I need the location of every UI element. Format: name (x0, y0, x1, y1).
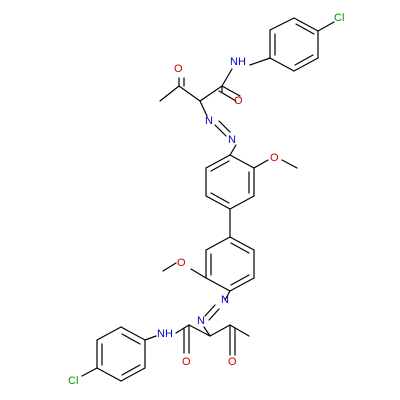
bond (229, 277, 255, 292)
bond (178, 85, 201, 102)
bond (190, 268, 207, 279)
atom-labels: Cl NH O O N N O O N N NH O O Cl (68, 12, 344, 387)
bond (208, 308, 220, 321)
bond (230, 242, 250, 254)
azo-nitrogen-label-bottom-1: N (221, 294, 229, 306)
bond (210, 160, 230, 172)
bond (205, 154, 231, 169)
bond-lines (81, 17, 335, 382)
bond (204, 304, 216, 317)
amide-oxygen-label-bottom: O (182, 356, 191, 368)
bond (199, 85, 223, 102)
bond (120, 367, 146, 382)
bond (229, 236, 255, 251)
bond (230, 274, 250, 286)
bond (205, 277, 231, 292)
bond (214, 124, 227, 137)
bond (221, 68, 233, 87)
bond (293, 57, 319, 72)
bond (96, 367, 122, 382)
bond (120, 326, 146, 341)
bond (162, 262, 177, 272)
chlorine-label-top: Cl (334, 12, 344, 24)
bond (96, 326, 122, 341)
bond (281, 159, 298, 169)
bond (210, 192, 230, 204)
ketone-oxygen-label-top: O (174, 63, 183, 75)
bond (205, 236, 231, 251)
bond (224, 290, 231, 301)
azo-nitrogen-label-top-2: N (228, 134, 236, 146)
azo-nitrogen-label-bottom-2: N (197, 315, 205, 327)
bond (221, 85, 241, 97)
bond (294, 54, 314, 66)
bond (229, 324, 250, 337)
ketone-oxygen-label-bottom: O (228, 356, 237, 368)
methoxy-oxygen-label-bottom: O (177, 257, 186, 269)
bond (81, 367, 98, 377)
amide-nitrogen-label-bottom: NH (157, 328, 173, 340)
bond (295, 23, 315, 35)
bond (229, 154, 255, 169)
azo-nitrogen-label-top-1: N (205, 115, 213, 127)
bond (159, 85, 180, 102)
bond (293, 17, 319, 32)
bond (229, 195, 255, 210)
bond (144, 335, 157, 341)
bond (218, 120, 231, 133)
bond (209, 324, 231, 337)
bond (121, 364, 141, 376)
bond (269, 17, 295, 31)
bond (218, 90, 237, 102)
bond (205, 195, 231, 210)
bond (203, 326, 211, 337)
methoxy-oxygen-label-top: O (270, 152, 279, 164)
bond (269, 57, 295, 72)
amide-nitrogen-label-top: NH (230, 56, 246, 68)
bond (188, 324, 211, 337)
bond (175, 324, 190, 334)
amide-oxygen-label-top: O (234, 95, 243, 107)
bond (199, 100, 208, 117)
bond (249, 57, 271, 66)
bond (317, 21, 335, 32)
chlorine-label-bottom: Cl (68, 375, 78, 387)
bond (253, 159, 269, 169)
bond (121, 333, 141, 345)
bond (229, 144, 237, 156)
